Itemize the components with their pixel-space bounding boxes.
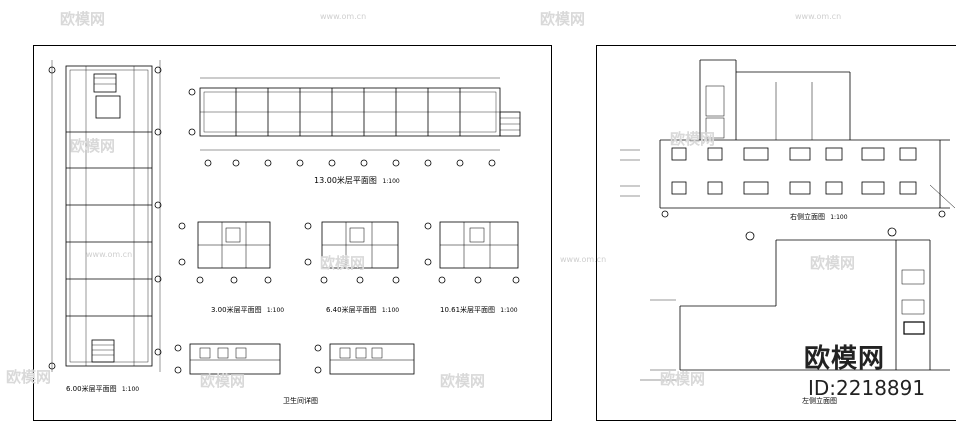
toilet-detail-title-text: 卫生间详图 [283, 397, 318, 405]
plan-3m-title-text: 3.00米层平面图 [211, 306, 262, 314]
plan-600-title-text: 6.00米层平面图 [66, 385, 117, 393]
watermark-logo: 欧模网 [60, 10, 106, 28]
left-elevation-title: 左侧立面图 [802, 396, 837, 406]
toilet-detail-title: 卫生间详图 [283, 396, 318, 406]
watermark-logo: 欧模网 [70, 137, 116, 155]
watermark-logo: 欧模网 [320, 254, 366, 272]
right-elevation-scale: 1:100 [830, 214, 848, 221]
watermark-logo: 欧模网 [670, 130, 716, 148]
plan-13m-title: 13.00米层平面图 1:100 [314, 175, 400, 186]
plan-1061-scale: 1:100 [500, 307, 518, 314]
plan-13m-scale: 1:100 [382, 178, 400, 185]
brand-id: ID:2218891 [808, 376, 926, 400]
plan-600-scale: 1:100 [121, 386, 140, 393]
watermark-logo: 欧模网 [810, 254, 856, 272]
plan-3m-scale: 1:100 [266, 307, 285, 314]
plan-1061-title: 10.61米层平面图 1:100 [440, 305, 518, 315]
watermark-logo: 欧模网 [6, 368, 52, 386]
left-elevation-title-text: 左侧立面图 [802, 397, 837, 405]
watermark-logo: 欧模网 [440, 372, 486, 390]
plan-600-title: 6.00米层平面图 1:100 [66, 384, 139, 394]
watermark-url: www.om.cn [795, 12, 842, 21]
left-drawing-sheet [33, 45, 552, 421]
right-elevation-title-text: 右侧立面图 [790, 213, 825, 221]
watermark-logo: 欧模网 [200, 372, 246, 390]
brand-name: 欧模网 [804, 344, 886, 374]
right-elevation-title: 右侧立面图 1:100 [790, 212, 848, 222]
plan-640-title-text: 6.40米层平面图 [326, 306, 377, 314]
watermark-logo: 欧模网 [540, 10, 586, 28]
plan-1061-title-text: 10.61米层平面图 [440, 306, 496, 314]
watermark-url: www.om.cn [86, 250, 133, 259]
watermark-logo: 欧模网 [660, 370, 706, 388]
watermark-url: www.om.cn [320, 12, 367, 21]
plan-640-scale: 1:100 [381, 307, 400, 314]
plan-640-title: 6.40米层平面图 1:100 [326, 305, 399, 315]
plan-3m-title: 3.00米层平面图 1:100 [211, 305, 284, 315]
plan-13m-title-text: 13.00米层平面图 [314, 176, 377, 185]
watermark-url: www.om.cn [560, 255, 607, 264]
